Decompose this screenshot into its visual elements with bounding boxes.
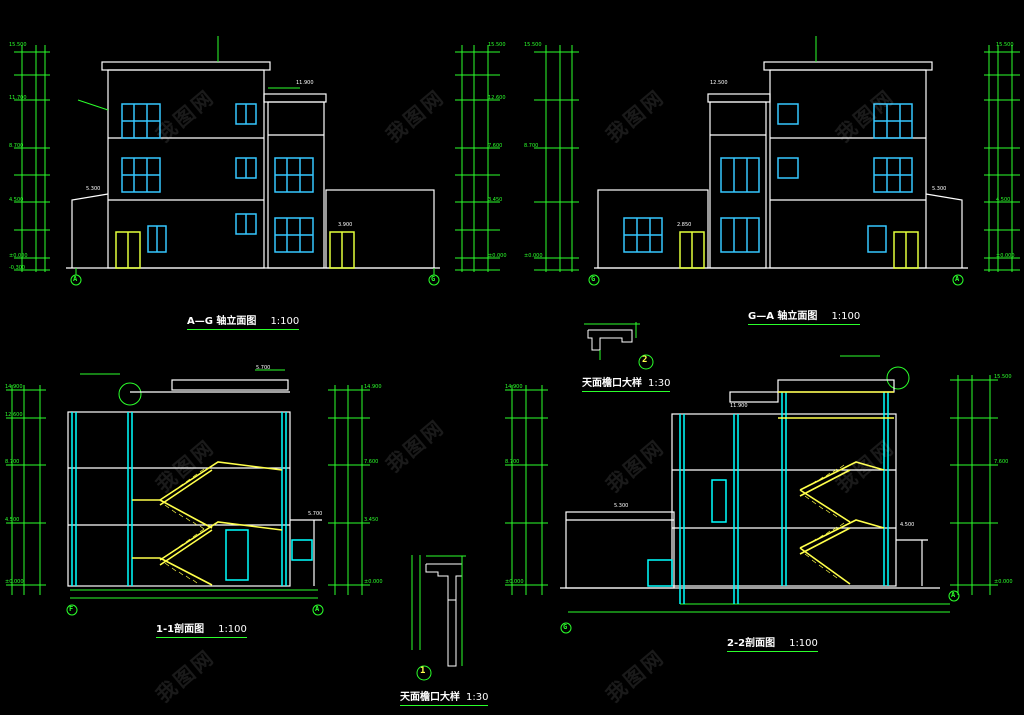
annotation-label: 5.300	[86, 186, 101, 192]
axis-label-g-a-right: A	[955, 275, 960, 283]
annotation-label: 3.900	[338, 222, 353, 228]
dimension-ladder-right-1	[455, 45, 500, 272]
axis-label-2-2-right: A	[951, 591, 956, 599]
level-mark: 14.900	[505, 384, 523, 390]
title-text: 2-2剖面图	[727, 638, 776, 649]
level-mark: 4.500	[5, 517, 20, 523]
leader-lines-1	[70, 36, 440, 286]
level-mark: 15.500	[9, 42, 27, 48]
detail-1	[411, 555, 466, 681]
dimension-ladder-left-1	[14, 45, 50, 272]
level-mark: ±0.000	[364, 579, 383, 585]
elevation-a-g	[14, 36, 500, 286]
level-mark: 8.700	[505, 459, 520, 465]
section-2-2	[505, 355, 998, 634]
title-text: A—G 轴立面图	[187, 316, 257, 327]
title-detail-1: 天面檐口大样 1:30	[400, 688, 489, 706]
scale-text: 1:100	[218, 624, 247, 635]
scale-text: 1:100	[789, 638, 818, 649]
title-text: 天面檐口大样	[400, 692, 460, 703]
doors-1	[115, 231, 355, 269]
detail-number-2: 2	[642, 355, 648, 365]
section-1-1	[6, 369, 370, 616]
level-mark: ±0.000	[488, 253, 507, 259]
title-text: 1-1剖面图	[156, 624, 205, 635]
level-mark: 4.500	[996, 197, 1011, 203]
level-mark: 12.600	[5, 412, 23, 418]
level-mark: ±0.000	[996, 253, 1015, 259]
level-mark: 8.700	[5, 459, 20, 465]
level-mark: 12.600	[488, 95, 506, 101]
scale-text: 1:100	[270, 316, 300, 327]
level-mark: 3.450	[488, 197, 503, 203]
level-mark: 15.500	[488, 42, 506, 48]
scale-text: 1:30	[466, 692, 489, 703]
windows-1	[121, 103, 314, 253]
level-mark: 14.900	[5, 384, 23, 390]
axis-label-a-g-right: G	[431, 275, 436, 283]
annotation-label: 5.300	[614, 503, 629, 509]
level-mark: 15.500	[994, 374, 1012, 380]
title-text: 天面檐口大样	[582, 378, 642, 389]
axis-label-1-1-right: A	[315, 605, 320, 613]
axis-label-2-2-left: G	[563, 623, 568, 631]
level-mark: 15.500	[524, 42, 542, 48]
scale-text: 1:30	[648, 378, 671, 389]
axis-label-g-a-left: G	[591, 275, 596, 283]
axis-label-a-g-left: A	[73, 275, 78, 283]
axis-label-1-1-left: F	[69, 605, 74, 613]
level-mark: 4.500	[9, 197, 24, 203]
title-section-2-2: 2-2剖面图 1:100	[727, 634, 818, 652]
level-mark: 14.900	[364, 384, 382, 390]
title-elevation-g-a: G—A 轴立面图 1:100	[748, 307, 861, 325]
annotation-label: 11.900	[296, 80, 314, 86]
scale-text: 1:100	[831, 311, 861, 322]
level-mark: 8.700	[9, 143, 24, 149]
title-text: G—A 轴立面图	[748, 311, 818, 322]
annotation-label: 5.700	[256, 365, 271, 371]
annotation-label: 11.900	[730, 403, 748, 409]
level-mark: 8.700	[524, 143, 539, 149]
level-mark: 3.450	[364, 517, 379, 523]
level-mark: 7.600	[488, 143, 503, 149]
elevation-g-a	[534, 36, 1020, 286]
level-mark: 15.500	[996, 42, 1014, 48]
level-mark: ±0.000	[994, 579, 1013, 585]
title-detail-2: 天面檐口大样 1:30	[582, 374, 671, 392]
level-mark: ±0.000	[524, 253, 543, 259]
annotation-label: 4.500	[900, 522, 915, 528]
level-mark: 7.600	[364, 459, 379, 465]
level-mark: 11.700	[9, 95, 27, 101]
level-mark: ±0.000	[505, 579, 524, 585]
title-section-1-1: 1-1剖面图 1:100	[156, 620, 247, 638]
detail-2	[584, 322, 654, 370]
annotation-label: 12.500	[710, 80, 728, 86]
level-mark: ±0.000	[5, 579, 24, 585]
detail-number-1: 1	[420, 666, 426, 676]
annotation-label: 2.850	[677, 222, 692, 228]
level-mark: 7.600	[994, 459, 1009, 465]
level-mark: ±0.000	[9, 253, 28, 259]
annotation-label: 5.300	[932, 186, 947, 192]
annotation-label: 5.700	[308, 511, 323, 517]
level-mark: -0.300	[9, 265, 26, 271]
title-elevation-a-g: A—G 轴立面图 1:100	[187, 312, 300, 330]
